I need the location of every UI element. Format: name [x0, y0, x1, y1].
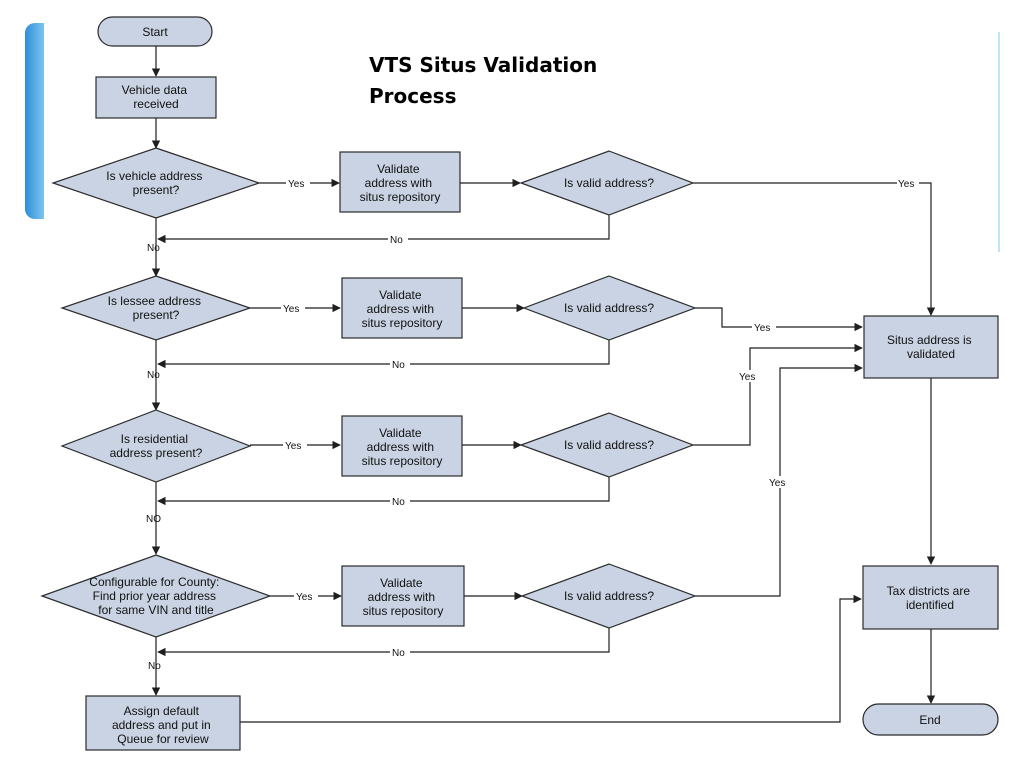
- edge-valid1-yes: [693, 182, 936, 316]
- edge-label: No: [148, 661, 161, 672]
- accent-bar: [25, 23, 44, 219]
- edge-label: No: [147, 243, 160, 254]
- edge-label: Yes: [739, 372, 755, 383]
- tax-districts-box: [862, 565, 999, 630]
- edge-valid2-yes: [695, 307, 863, 332]
- edge-label: Yes: [898, 179, 914, 190]
- end-label: End: [919, 713, 940, 727]
- edge-label: No: [392, 648, 405, 659]
- validate-box-2-label: Validate address with situs repository: [362, 288, 443, 330]
- assign-default-box: [85, 695, 241, 751]
- validate-box-1-label: Validate address with situs repository: [360, 162, 441, 204]
- valid-address-decision-1: [519, 150, 695, 216]
- lessee-address-decision-label: Is lessee address present?: [108, 294, 205, 322]
- end-terminator: [862, 703, 999, 736]
- edge-label: Yes: [285, 441, 301, 452]
- edge-label: NO: [146, 514, 161, 525]
- valid-address-decision-4: [520, 563, 697, 629]
- valid-address-decision-2-label: Is valid address?: [564, 301, 654, 315]
- validate-box-4-label: Validate address with situs repository: [363, 576, 444, 618]
- validate-box-2: [341, 277, 463, 339]
- edge-label: No: [392, 497, 405, 508]
- start-terminator: [97, 16, 213, 47]
- prior-year-decision: [40, 554, 272, 638]
- start-label: Start: [142, 25, 168, 39]
- edge-valid4-no: [157, 628, 610, 657]
- valid-address-decision-4-label: Is valid address?: [564, 589, 654, 603]
- edge-label: Yes: [754, 323, 770, 334]
- edge-assign-to-tax: [240, 594, 862, 723]
- accent-line: [998, 32, 1000, 252]
- residential-address-decision: [60, 409, 252, 483]
- assign-default-label: Assign default address and put in Queue …: [112, 704, 214, 746]
- edge-valid2-no: [157, 340, 610, 369]
- valid-address-decision-3-label: Is valid address?: [564, 438, 654, 452]
- edge-label: Yes: [288, 179, 304, 190]
- prior-year-decision-label: Configurable for County: Find prior year…: [89, 575, 222, 617]
- lessee-address-decision: [60, 275, 252, 341]
- situs-validated-box: [863, 315, 999, 379]
- connectors: [151, 46, 936, 723]
- edge-valid1-no: [157, 215, 610, 244]
- tax-districts-label: Tax districts are identified: [887, 584, 974, 612]
- vehicle-data-label: Vehicle data received: [122, 83, 191, 111]
- valid-address-decision-2: [522, 275, 697, 341]
- vehicle-address-decision-label: Is vehicle address present?: [106, 169, 205, 197]
- edge-label: No: [147, 370, 160, 381]
- residential-address-decision-label: Is residential address present?: [110, 432, 203, 460]
- validate-box-1: [339, 151, 461, 213]
- validate-box-3-label: Validate address with situs repository: [362, 426, 443, 468]
- edge-label: Yes: [296, 592, 312, 603]
- page-title: VTS Situs Validation Process: [369, 53, 604, 108]
- edge-label: No: [390, 235, 403, 246]
- edge-labels: Yes Yes No No Yes Yes No No Yes Yes No N…: [146, 177, 919, 672]
- situs-validated-label: Situs address is validated: [887, 333, 975, 361]
- edge-label: Yes: [769, 478, 785, 489]
- valid-address-decision-1-label: Is valid address?: [564, 176, 654, 190]
- edge-label: Yes: [283, 304, 299, 315]
- edge-valid3-no: [157, 477, 610, 506]
- vehicle-data-box: [95, 76, 217, 119]
- valid-address-decision-3: [519, 412, 695, 478]
- validate-box-3: [341, 415, 463, 477]
- vehicle-address-decision: [51, 147, 261, 219]
- edge-label: No: [392, 360, 405, 371]
- validate-box-4: [341, 565, 465, 627]
- edge-valid3-yes: [693, 343, 863, 446]
